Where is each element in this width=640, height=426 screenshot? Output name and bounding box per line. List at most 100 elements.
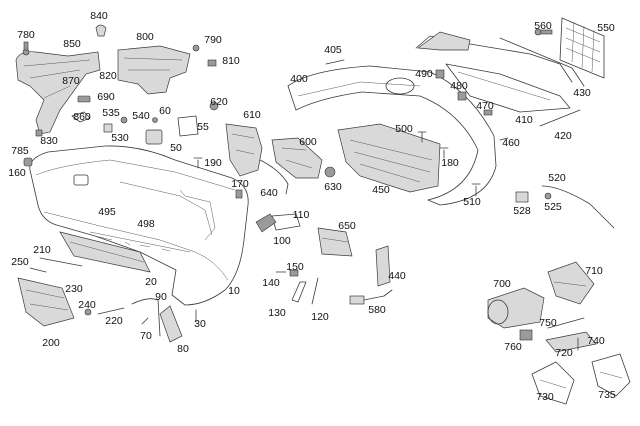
lower-strips (29, 231, 151, 273)
sensor-housing (225, 123, 263, 177)
callout-410: 410 (515, 113, 533, 126)
callout-190: 190 (204, 156, 222, 169)
callout-110: 110 (292, 208, 310, 221)
upper-trim-set (415, 31, 585, 127)
callout-800: 800 (136, 30, 154, 43)
clip-525 (544, 192, 552, 200)
callout-10: 10 (228, 284, 240, 297)
callout-750: 750 (539, 316, 557, 329)
callout-420: 420 (554, 129, 572, 142)
lower-brackets (531, 353, 631, 405)
callout-200: 200 (42, 336, 60, 349)
callout-400: 400 (290, 72, 308, 85)
callout-520: 520 (548, 171, 566, 184)
lower-bracket (17, 277, 75, 327)
callout-785: 785 (11, 144, 29, 157)
callout-70: 70 (140, 329, 152, 342)
callout-850: 850 (63, 37, 81, 50)
callout-220: 220 (105, 314, 123, 327)
callout-405: 405 (324, 43, 342, 56)
callout-55: 55 (197, 120, 209, 133)
callout-150: 150 (286, 260, 304, 273)
callout-528: 528 (513, 204, 531, 217)
callout-470: 470 (476, 99, 494, 112)
grille-mesh (559, 17, 605, 79)
callout-450: 450 (372, 183, 390, 196)
callout-740: 740 (587, 334, 605, 347)
callout-600: 600 (299, 135, 317, 148)
callout-60: 60 (159, 104, 171, 117)
sensor (349, 289, 393, 305)
callout-20: 20 (145, 275, 157, 288)
callout-100: 100 (273, 234, 291, 247)
clip-528 (515, 191, 529, 203)
callout-630: 630 (324, 180, 342, 193)
callout-620: 620 (210, 95, 228, 108)
callout-230: 230 (65, 282, 83, 295)
callout-860: 860 (73, 110, 91, 123)
mount-assembly (487, 261, 597, 353)
callout-530: 530 (111, 131, 129, 144)
callout-610: 610 (243, 108, 261, 121)
clips (23, 59, 219, 169)
callout-640: 640 (260, 186, 278, 199)
callout-550: 550 (597, 21, 615, 34)
callout-525: 525 (544, 200, 562, 213)
callout-820: 820 (99, 69, 117, 82)
callout-560: 560 (534, 19, 552, 32)
callout-535: 535 (102, 106, 120, 119)
callout-490: 490 (415, 67, 433, 80)
callout-510: 510 (463, 195, 481, 208)
right-bracket (117, 44, 200, 95)
screw (534, 28, 553, 36)
callout-250: 250 (11, 255, 29, 268)
callout-440: 440 (388, 269, 406, 282)
strip-130 (291, 281, 307, 303)
callout-780: 780 (17, 28, 35, 41)
clip-150 (289, 269, 299, 277)
callout-730: 730 (536, 390, 554, 403)
callout-720: 720 (555, 346, 573, 359)
callout-120: 120 (311, 310, 329, 323)
reflector-housing (271, 137, 323, 179)
callout-735: 735 (598, 388, 616, 401)
callout-130: 130 (268, 306, 286, 319)
callout-760: 760 (504, 340, 522, 353)
callout-480: 480 (450, 79, 468, 92)
callout-540: 540 (132, 109, 150, 122)
callout-180: 180 (441, 156, 459, 169)
callout-50: 50 (170, 141, 182, 154)
callout-790: 790 (204, 33, 222, 46)
callout-710: 710 (585, 264, 603, 277)
corner-trims (84, 298, 197, 343)
callout-430: 430 (573, 86, 591, 99)
callout-90: 90 (155, 290, 167, 303)
reflectors (255, 213, 301, 233)
callout-240: 240 (78, 298, 96, 311)
rear-panel (287, 65, 497, 206)
callout-690: 690 (97, 90, 115, 103)
rod (541, 185, 615, 229)
trim-strip (325, 59, 345, 65)
bumper-cover (29, 145, 249, 306)
strip-120 (311, 277, 319, 305)
callout-840: 840 (90, 9, 108, 22)
callout-170: 170 (231, 177, 249, 190)
left-bracket (15, 41, 101, 135)
callout-870: 870 (62, 74, 80, 87)
callout-500: 500 (395, 122, 413, 135)
callout-830: 830 (40, 134, 58, 147)
small-fasteners (235, 69, 509, 199)
bracket-440 (375, 245, 391, 287)
diffuser (337, 123, 441, 193)
callout-30: 30 (194, 317, 206, 330)
callout-498: 498 (137, 217, 155, 230)
callout-495: 495 (98, 205, 116, 218)
callout-140: 140 (262, 276, 280, 289)
cable (259, 159, 289, 195)
callout-160: 160 (8, 166, 26, 179)
callout-80: 80 (177, 342, 189, 355)
callout-460: 460 (502, 136, 520, 149)
